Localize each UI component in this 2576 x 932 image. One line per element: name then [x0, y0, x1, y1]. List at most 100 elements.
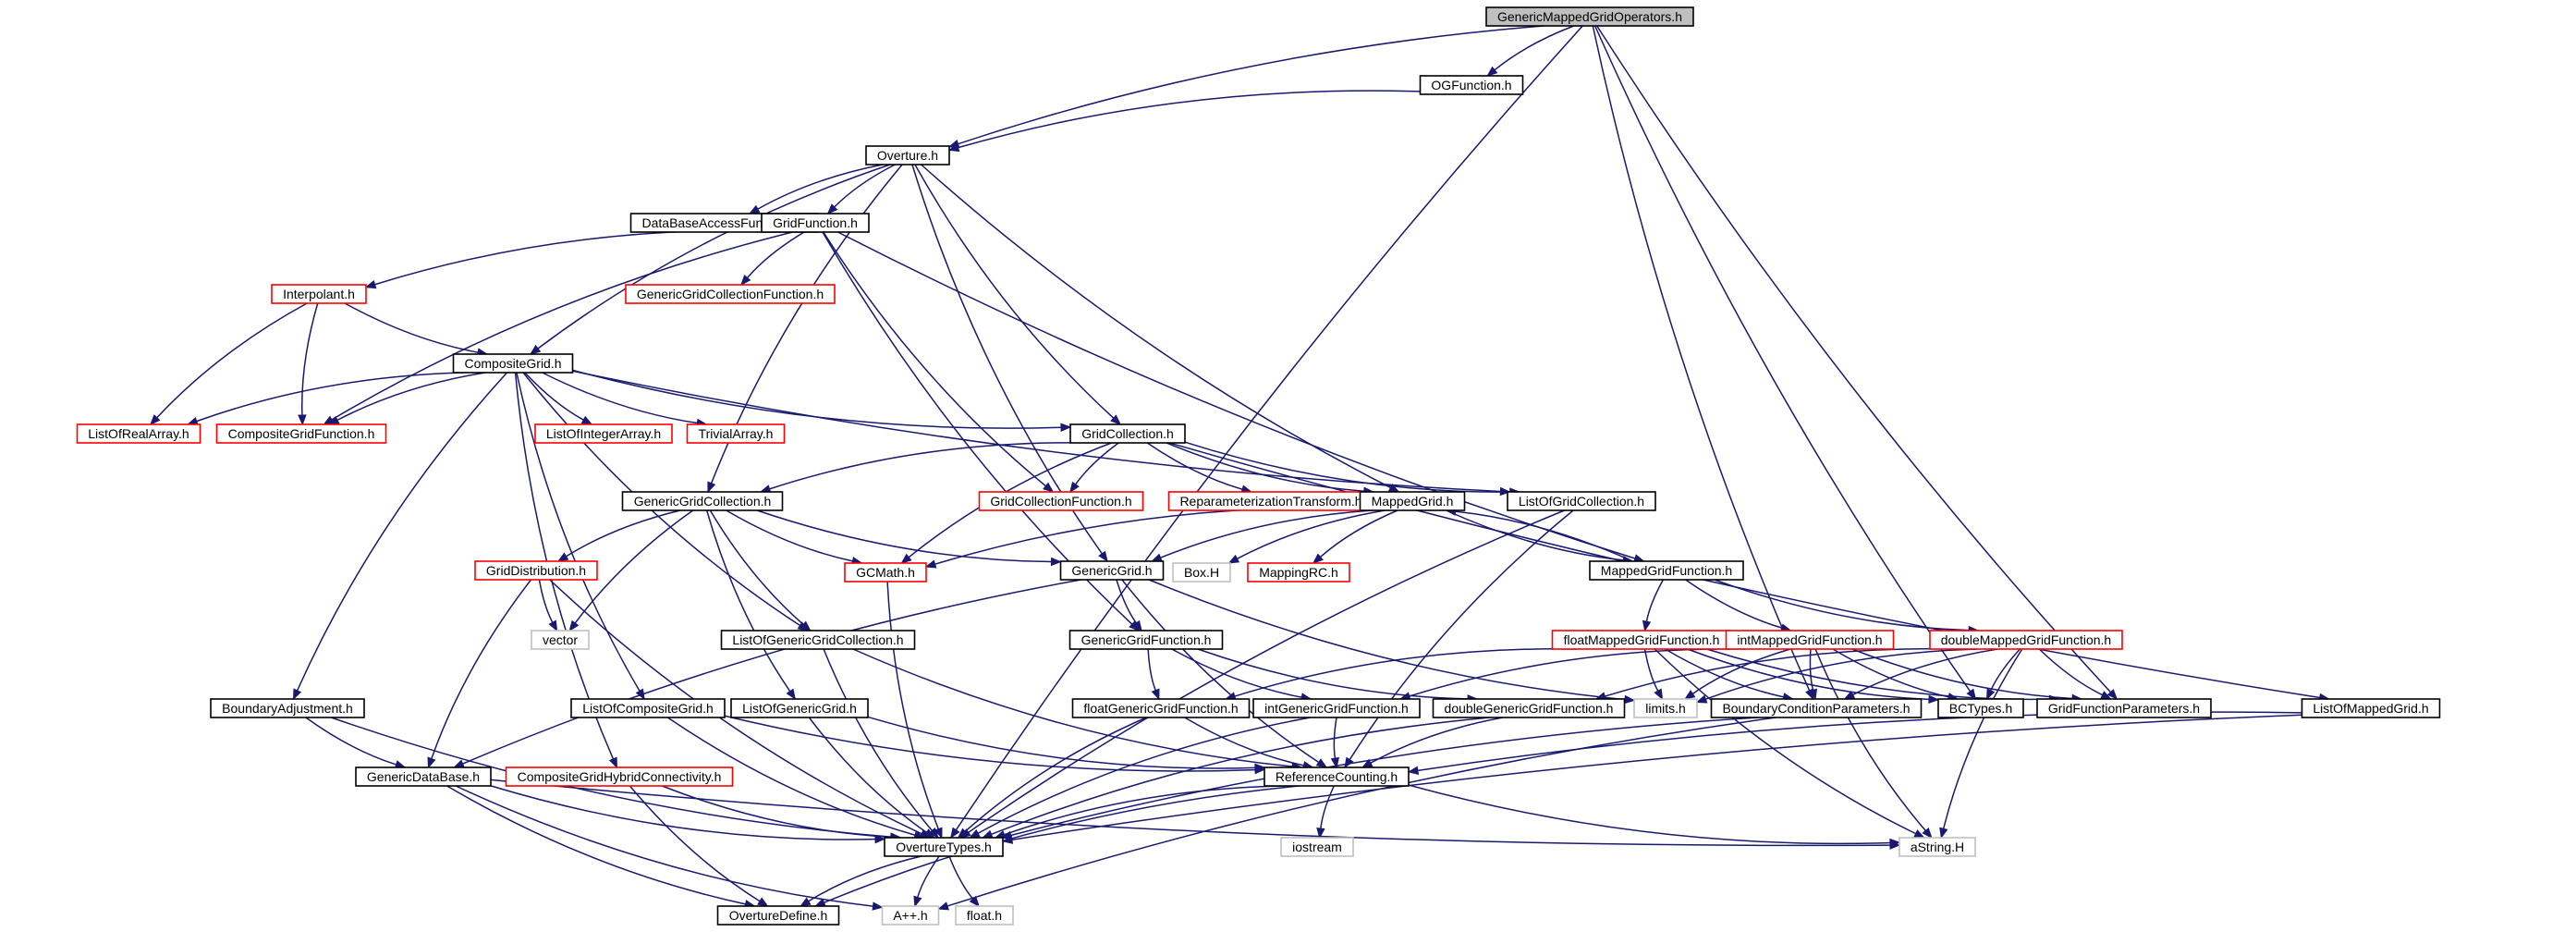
node-box	[1247, 562, 1350, 582]
node-interpolant-h[interactable]: Interpolant.h	[271, 284, 367, 304]
node-genericgridcollectionfunction-h[interactable]: GenericGridCollectionFunction.h	[625, 284, 836, 304]
node-label: Box.H	[1184, 565, 1219, 580]
node-mappedgridfunction-h[interactable]: MappedGridFunction.h	[1589, 560, 1744, 581]
node-reparameterizationtransform-h[interactable]: ReparameterizationTransform.h	[1167, 491, 1374, 511]
node-doublemappedgridfunction-h[interactable]: doubleMappedGridFunction.h	[1929, 630, 2123, 650]
node-genericdatabase-h[interactable]: GenericDataBase.h	[355, 766, 492, 787]
node-box	[76, 423, 201, 444]
edge-imgf-to-lim	[1683, 648, 1791, 700]
edge-mgf-to-dmgf	[1714, 579, 1980, 635]
node-label: ReparameterizationTransform.h	[1179, 494, 1361, 509]
edge-iggf-to-rc	[1330, 717, 1340, 769]
edge-cg-to-locg	[516, 372, 645, 701]
node-doublegenericgridfunction-h[interactable]: doubleGenericGridFunction.h	[1432, 698, 1626, 718]
node-compositegrid-h[interactable]: CompositeGrid.h	[452, 353, 574, 374]
node-listofcompositegrid-h[interactable]: ListOfCompositeGrid.h	[570, 698, 726, 718]
node-listofgenericgridcollection-h[interactable]: ListOfGenericGridCollection.h	[720, 630, 916, 650]
node-referencecounting-h[interactable]: ReferenceCounting.h	[1264, 766, 1410, 787]
node-listofrealarray-h[interactable]: ListOfRealArray.h	[76, 423, 201, 444]
node-overturetypes-h[interactable]: OvertureTypes.h	[884, 837, 1004, 857]
edge-dmgf-to-gfp	[2038, 648, 2112, 700]
node-ogfunction-h[interactable]: OGFunction.h	[1419, 75, 1524, 95]
edge-ov-to-cg	[529, 164, 891, 355]
node-intmappedgridfunction-h[interactable]: intMappedGridFunction.h	[1725, 630, 1895, 650]
node-box	[1432, 698, 1626, 718]
node-box	[844, 562, 927, 582]
edge-ov-to-dbaf	[748, 164, 884, 215]
node-box	[730, 698, 869, 718]
node-genericmappedgridoperators-h[interactable]: GenericMappedGridOperators.h	[1485, 6, 1694, 27]
edge-mg-to-gg	[1151, 509, 1373, 562]
edge-ggf-to-iggf	[1171, 648, 1312, 702]
edge-ov-to-gc	[914, 164, 1122, 425]
node-genericgridfunction-h[interactable]: GenericGridFunction.h	[1068, 630, 1224, 650]
edge-cghc-to-ot	[661, 785, 903, 842]
node-box	[884, 837, 1004, 857]
node-overture-h[interactable]: Overture.h	[865, 145, 950, 166]
edge-ggc-to-loggc	[709, 509, 812, 632]
node-listofintegerarray-h[interactable]: ListOfIntegerArray.h	[534, 423, 673, 444]
node-compositegridhybridconnectivity-h[interactable]: CompositeGridHybridConnectivity.h	[505, 766, 734, 787]
node-mappingrc-h[interactable]: MappingRC.h	[1247, 562, 1350, 582]
node-mappedgrid-h[interactable]: MappedGrid.h	[1359, 491, 1466, 511]
node-layer: GenericMappedGridOperators.hOGFunction.h…	[76, 6, 2441, 926]
edge-cghc-to-od	[629, 785, 769, 907]
node-gridcollectionfunction-h[interactable]: GridCollectionFunction.h	[978, 491, 1144, 511]
node-label: GridCollectionFunction.h	[990, 494, 1131, 509]
edge-gg-to-rc	[1121, 579, 1328, 768]
node-label: GCMath.h	[856, 565, 915, 580]
node-gridfunctionparameters-h[interactable]: GridFunctionParameters.h	[2036, 698, 2212, 718]
node-box	[716, 905, 840, 926]
node-compositegridfunction-h[interactable]: CompositeGridFunction.h	[215, 423, 387, 444]
edge-lomg-to-ot	[1001, 714, 2302, 844]
node-label: A++.h	[893, 908, 927, 923]
node-box	[1059, 560, 1165, 581]
node-bctypes-h[interactable]: BCTypes.h	[1937, 698, 2024, 718]
node-genericgridcollection-h[interactable]: GenericGridCollection.h	[621, 491, 784, 511]
node-gridfunction-h[interactable]: GridFunction.h	[761, 213, 870, 233]
node-label: GenericGridFunction.h	[1081, 632, 1212, 647]
node-label: GridFunction.h	[773, 215, 858, 230]
node-overturedefine-h[interactable]: OvertureDefine.h	[716, 905, 840, 926]
node-genericgrid-h[interactable]: GenericGrid.h	[1059, 560, 1165, 581]
edge-fmgf-to-astr	[1654, 648, 1925, 839]
node-label: MappingRC.h	[1259, 565, 1338, 580]
node-trivialarray-h[interactable]: TrivialArray.h	[686, 423, 786, 444]
node-boundaryadjustment-h[interactable]: BoundaryAdjustment.h	[210, 698, 365, 718]
node-boundaryconditionparameters-h[interactable]: BoundaryConditionParameters.h	[1710, 698, 1923, 718]
node-griddistribution-h[interactable]: GridDistribution.h	[474, 560, 598, 581]
edge-gdb-to-od	[446, 785, 756, 909]
node-box	[1264, 766, 1410, 787]
node-floatgenericgridfunction-h[interactable]: floatGenericGridFunction.h	[1071, 698, 1251, 718]
node-box	[1725, 630, 1895, 650]
node-listofgenericgrid-h[interactable]: ListOfGenericGrid.h	[730, 698, 869, 718]
node-box	[978, 491, 1144, 511]
node-label: doubleMappedGridFunction.h	[1941, 632, 2111, 647]
node-label: GenericGridCollectionFunction.h	[637, 287, 824, 301]
node-box	[210, 698, 365, 718]
edge-logc-to-rc	[1344, 509, 1574, 769]
edge-dmgf-to-bcp	[1843, 648, 1998, 700]
node-gridcollection-h[interactable]: GridCollection.h	[1069, 423, 1186, 444]
node-box	[1359, 491, 1466, 511]
edge-ggc-to-logg	[705, 509, 797, 701]
node-label: ReferenceCounting.h	[1276, 769, 1398, 784]
edge-gc-to-gcf	[1069, 442, 1119, 494]
node-box	[474, 560, 598, 581]
node-floatmappedgridfunction-h[interactable]: floatMappedGridFunction.h	[1551, 630, 1732, 650]
edge-ov-to-gf	[826, 164, 896, 215]
node-gcmath-h[interactable]: GCMath.h	[844, 562, 927, 582]
node-intgenericgridfunction-h[interactable]: intGenericGridFunction.h	[1252, 698, 1421, 718]
node-box	[625, 284, 836, 304]
edge-gd-to-vec	[538, 579, 558, 632]
node-box	[355, 766, 492, 787]
node-label: BCTypes.h	[1949, 701, 2012, 716]
node-a-h: A++.h	[881, 905, 940, 926]
node-listofgridcollection-h[interactable]: ListOfGridCollection.h	[1507, 491, 1656, 511]
edge-dggf-to-ot	[981, 717, 1490, 839]
edge-gmgo-to-ogf	[1486, 25, 1574, 77]
node-box	[1068, 630, 1224, 650]
node-listofmappedgrid-h[interactable]: ListOfMappedGrid.h	[2301, 698, 2441, 718]
node-vector: vector	[531, 630, 590, 650]
